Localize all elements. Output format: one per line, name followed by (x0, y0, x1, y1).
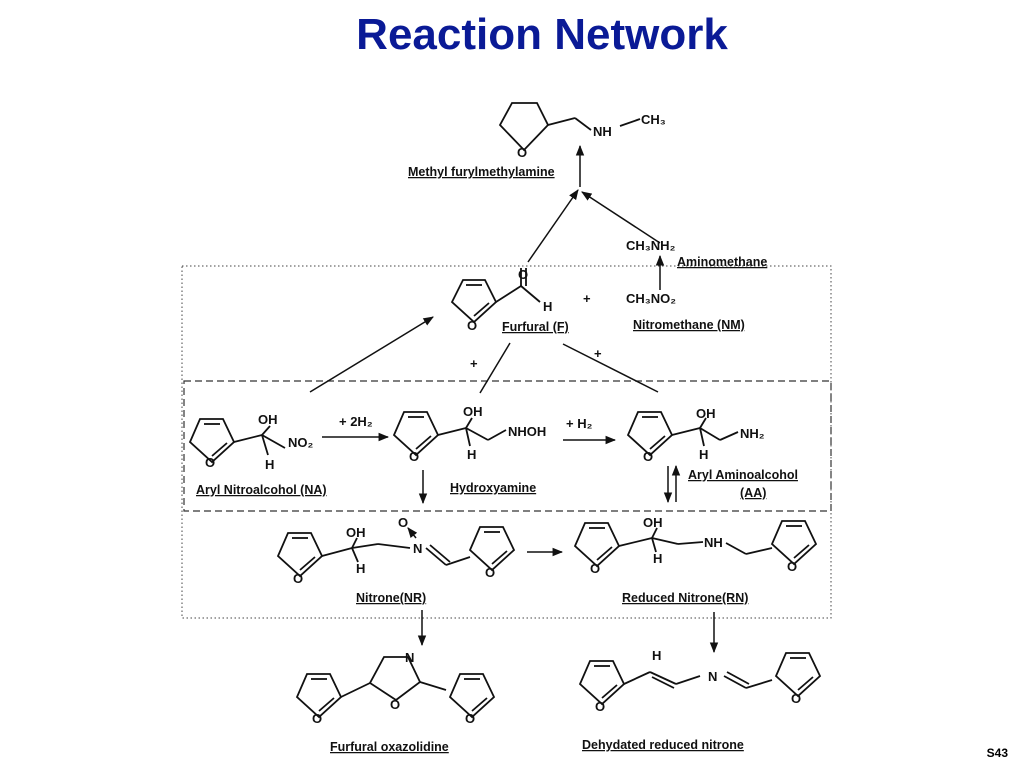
atom-h: H (265, 457, 274, 472)
atom-o: O (590, 561, 600, 576)
atom-o: O (293, 571, 303, 586)
arrow-n-oxide (407, 527, 418, 539)
label-aryl-nitroalcohol: Aryl Nitroalcohol (NA) (196, 483, 327, 497)
aryl-aminoalcohol-structure (626, 411, 739, 457)
atom-no2: NO₂ (288, 435, 314, 450)
atom-nh: NH (593, 124, 612, 139)
atom-nh: NH (704, 535, 723, 550)
atom-oh: OH (258, 412, 278, 427)
atom-o: O (467, 318, 477, 333)
plus-sign: + (470, 356, 478, 371)
atom-o: O (409, 449, 419, 464)
label-dehydrated-reduced-nitrone: Dehydated reduced nitrone (582, 738, 744, 752)
plus-sign: + (583, 291, 591, 306)
label-aryl-aminoalcohol: Aryl Aminoalcohol (688, 468, 798, 482)
nitromethane-formula: CH₃NO₂ (626, 291, 676, 306)
label-nitromethane: Nitromethane (NM) (633, 318, 745, 332)
arrow-aminomethane-to-merge (581, 191, 661, 244)
atom-o: O (465, 711, 475, 726)
arrow-na-to-furfural (309, 316, 434, 393)
atom-h: H (543, 299, 552, 314)
atom-nh2: NH₂ (740, 426, 765, 441)
atom-o: O (312, 711, 322, 726)
label-furfural-oxazolidine: Furfural oxazolidine (330, 740, 449, 754)
furfural-oxazolidine-structure (295, 656, 496, 719)
furfural-structure (450, 268, 541, 324)
atom-h: H (467, 447, 476, 462)
atom-oh: OH (463, 404, 483, 419)
label-aryl-aminoalcohol-abbr: (AA) (740, 486, 766, 500)
atom-n: N (413, 541, 422, 556)
atom-oh: OH (346, 525, 366, 540)
page-number: S43 (986, 746, 1008, 760)
atom-o: O (787, 559, 797, 574)
methyl-furylmethylamine-structure (498, 102, 641, 152)
atom-o: O (485, 565, 495, 580)
label-hydroxyamine: Hydroxyamine (450, 481, 536, 495)
aminomethane-formula: CH₃NH₂ (626, 238, 676, 253)
plus-sign: + (594, 346, 602, 361)
reduced-nitrone-structure (573, 520, 818, 568)
atom-o: O (595, 699, 605, 714)
atom-o: O (643, 449, 653, 464)
label-nitrone: Nitrone(NR) (356, 591, 426, 605)
atom-h: H (699, 447, 708, 462)
slide-title: Reaction Network (356, 10, 728, 59)
atom-n: N (708, 669, 717, 684)
atom-o-nitrone: O (398, 515, 408, 530)
label-reduced-nitrone: Reduced Nitrone(RN) (622, 591, 748, 605)
reagent-2h2: + 2H₂ (339, 414, 373, 429)
atom-o: O (791, 691, 801, 706)
atom-h: H (356, 561, 365, 576)
atom-o: O (390, 697, 400, 712)
label-furfural: Furfural (F) (502, 320, 569, 334)
line-furfural-to-hydroxyamine (479, 342, 511, 394)
aryl-nitroalcohol-structure (188, 418, 286, 464)
atom-o-aldehyde: O (518, 267, 528, 282)
nitrone-structure (276, 526, 516, 578)
atom-o: O (205, 455, 215, 470)
hydroxyamine-structure (392, 411, 507, 457)
atom-oh: OH (643, 515, 663, 530)
dehydrated-reduced-nitrone-structure (578, 652, 822, 706)
line-furfural-to-aminoalcohol (562, 343, 659, 393)
atom-o: O (517, 145, 527, 160)
reagent-h2: + H₂ (566, 416, 593, 431)
label-methyl-furylmethylamine: Methyl furylmethylamine (408, 165, 555, 179)
atom-h: H (653, 551, 662, 566)
atom-nhoh: NHOH (508, 424, 546, 439)
label-aminomethane: Aminomethane (677, 255, 767, 269)
arrow-furfural-to-merge (527, 189, 579, 263)
mid-dashed-box (183, 380, 832, 512)
atom-h: H (652, 648, 661, 663)
atom-n: N (405, 650, 414, 665)
atom-oh: OH (696, 406, 716, 421)
atom-ch3: CH₃ (641, 112, 666, 127)
